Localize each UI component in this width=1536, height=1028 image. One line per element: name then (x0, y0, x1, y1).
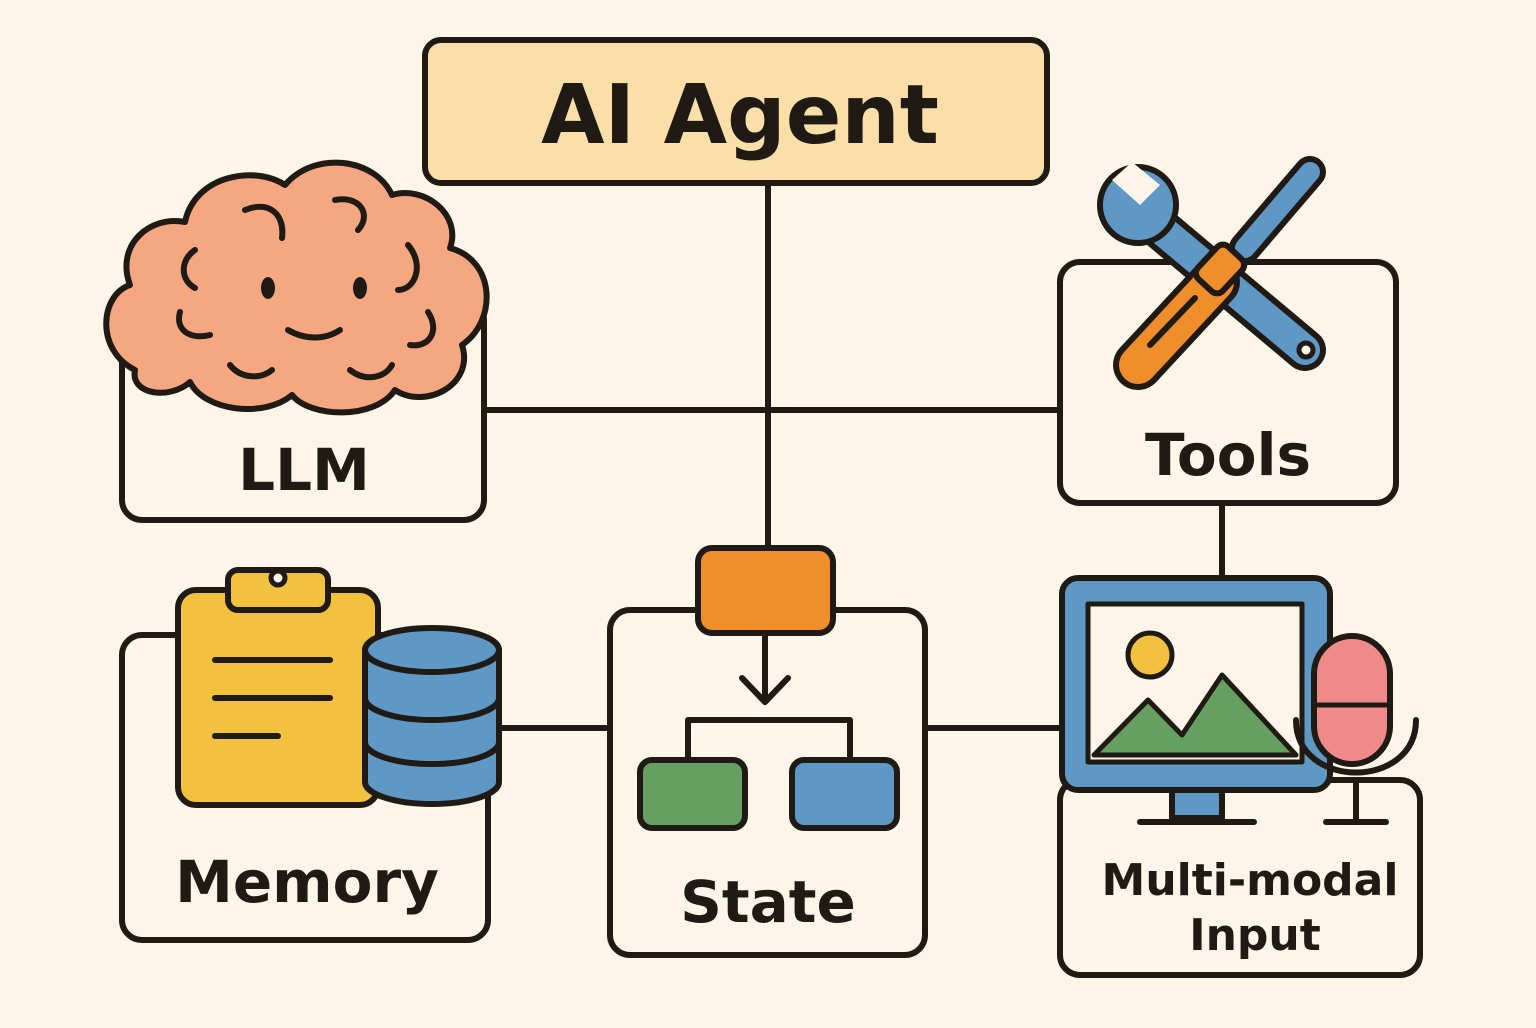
wrench-screwdriver-icon (1097, 156, 1326, 390)
database-icon (362, 625, 502, 807)
microphone-icon (1293, 633, 1419, 825)
memory-label: Memory (175, 848, 439, 916)
flowchart-top-block (695, 545, 836, 636)
flowchart-left-block (637, 757, 748, 831)
multimodal-node (1057, 575, 1423, 978)
brain-right-eye (353, 277, 367, 299)
state-label: State (680, 868, 856, 936)
mountain-icon (1091, 672, 1299, 758)
llm-label: LLM (238, 436, 370, 504)
brain-icon (103, 159, 490, 416)
multimodal-label-line2: Input (1189, 910, 1321, 961)
clipboard-icon (175, 567, 381, 808)
brain-left-eye (261, 277, 275, 299)
llm-node (103, 159, 490, 523)
monitor-icon (1059, 575, 1333, 825)
memory-node (119, 567, 502, 943)
flowchart-right-block (789, 757, 900, 831)
tools-label: Tools (1145, 421, 1311, 489)
state-node (607, 545, 928, 958)
connectors (481, 180, 1225, 731)
title-label: AI Agent (541, 68, 939, 163)
flowchart-icon (637, 545, 900, 831)
screwdriver-icon (1113, 156, 1326, 390)
title-node (422, 37, 1050, 186)
multimodal-label-line1: Multi-modal (1102, 855, 1399, 906)
title-box (422, 37, 1050, 186)
tools-node (1057, 156, 1399, 506)
sun-icon (1125, 630, 1175, 680)
